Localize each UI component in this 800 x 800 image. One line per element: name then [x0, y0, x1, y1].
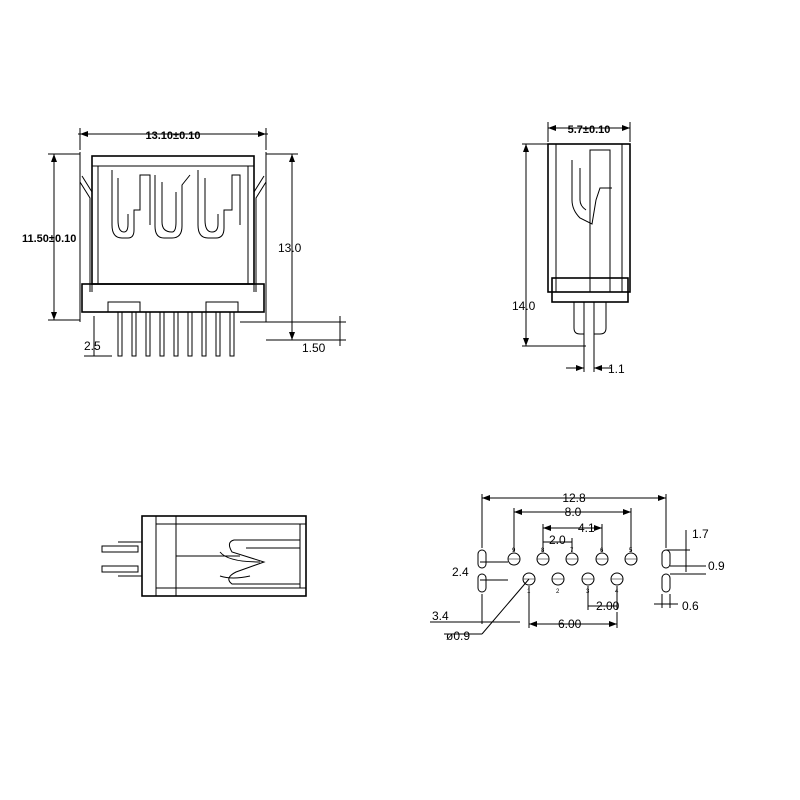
fp-bottom-span-dim: 6.00 — [558, 617, 582, 631]
fp-hole-diameter-dim: ø0.9 — [446, 629, 470, 643]
fp-mount-slot-dim: 1.7 — [692, 527, 709, 541]
fp-pitch-top-dim: 2.0 — [549, 533, 566, 547]
mount-slot-left-bottom — [477, 573, 487, 593]
fp-slot-width-dim: 0.9 — [708, 559, 725, 573]
fp-total-width-dim: 12.8 — [562, 491, 586, 505]
top-view — [101, 515, 307, 597]
pin-number-2: 2 — [556, 589, 560, 595]
mount-slot-left-top — [477, 549, 487, 569]
front-height-dim: 11.50±0.10 — [22, 233, 76, 245]
front-total-height-dim: 13.0 — [278, 241, 302, 255]
side-height-dim: 14.0 — [512, 299, 536, 313]
front-width-dim: 13.10±0.10 — [146, 130, 201, 142]
footprint-view: 9 8 7 6 5 1 2 3 4 12.8 8.0 4.1 2.0 2.4 — [430, 491, 725, 643]
side-pin-spacing-dim: 1.1 — [608, 362, 625, 376]
side-view: 5.7±0.10 14.0 1.1 — [512, 122, 631, 376]
mount-slot-right-bottom — [661, 573, 671, 593]
fp-slot-gap-dim: 0.6 — [682, 599, 699, 613]
fp-inner-span-dim: 4.1 — [578, 521, 595, 535]
front-pins — [117, 311, 235, 357]
fp-bottom-pitch-dim: 2.00 — [596, 599, 620, 613]
fp-row-spacing-dim: 2.4 — [452, 565, 469, 579]
fp-hole-offset-dim: 3.4 — [432, 609, 449, 623]
mount-slot-right-top — [661, 549, 671, 569]
front-pin-offset-dim: 2.5 — [84, 339, 101, 353]
front-view: 13.10±0.10 11.50±0.10 13.0 1.50 2.5 — [22, 128, 346, 357]
side-width-dim: 5.7±0.10 — [568, 124, 611, 136]
fp-outer-row-dim: 8.0 — [565, 505, 582, 519]
front-pin-length-dim: 1.50 — [302, 341, 326, 355]
